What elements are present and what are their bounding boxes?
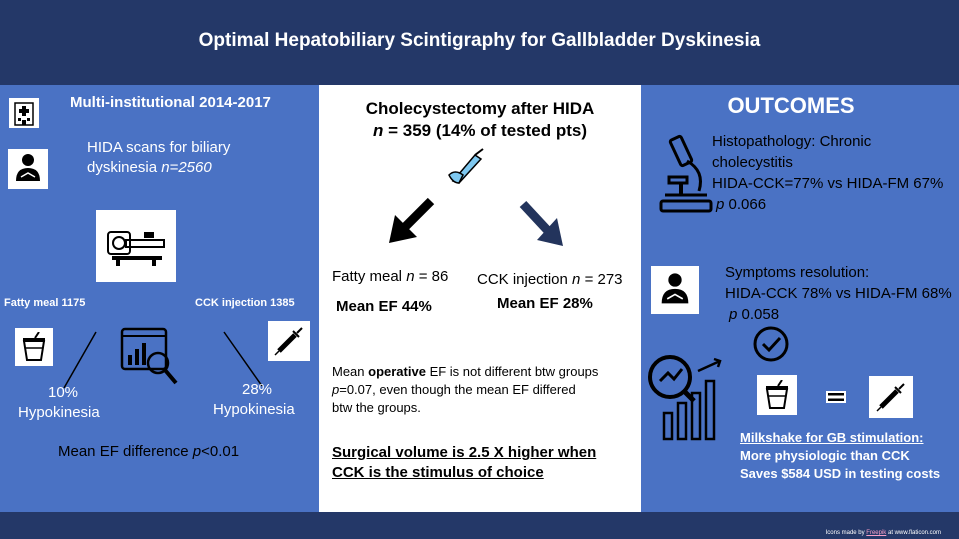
cck-count: CCK injection n = 273 — [477, 271, 623, 288]
cck-mean-ef: Mean EF 28% — [497, 295, 593, 312]
patient-icon — [8, 149, 48, 189]
cck-pct: 28% — [242, 381, 273, 398]
note-p: p — [332, 382, 340, 397]
patient-icon — [651, 266, 699, 314]
right-divider-line — [223, 331, 263, 387]
symptoms-line1: Symptoms resolution: — [725, 264, 870, 281]
surgical-volume-line2: CCK is the stimulus of choice — [332, 464, 544, 481]
fatty-label: Fatty meal 1175 — [4, 297, 86, 309]
surgical-volume-statement: Surgical volume is 2.5 X higher when CCK… — [332, 443, 596, 483]
ef-difference-p: p — [192, 443, 202, 460]
growth-chart-icon — [644, 351, 726, 443]
footer-band: Icons made by Freepik at www.flaticon.co… — [0, 512, 959, 539]
milkshake-line3: Saves $584 USD in testing costs — [740, 466, 941, 481]
header-band: Optimal Hepatobiliary Scintigraphy for G… — [0, 0, 959, 85]
microscope-icon — [655, 131, 717, 215]
operative-ef-note: Mean operative EF is not different btw g… — [332, 363, 637, 417]
page-title: Optimal Hepatobiliary Scintigraphy for G… — [198, 30, 761, 51]
scans-line1: HIDA scans for biliary — [87, 139, 231, 156]
symptoms-text: Symptoms resolution: HIDA-CCK 78% vs HID… — [725, 262, 952, 325]
check-icon — [751, 324, 791, 364]
surgery-heading-n: n — [373, 121, 384, 140]
fatty-count-n: n — [406, 268, 415, 285]
study-heading: Multi-institutional 2014-2017 — [70, 94, 271, 111]
histo-line2: cholecystitis — [712, 154, 793, 171]
fatty-count: Fatty meal n = 86 — [332, 268, 448, 285]
scans-text: HIDA scans for biliary dyskinesia n=2560 — [87, 138, 230, 178]
outcomes-heading: OUTCOMES — [727, 93, 855, 118]
cck-hypokinesia: Hypokinesia — [213, 401, 295, 418]
milkshake-line2: More physiologic than CCK — [740, 448, 910, 463]
cck-count-n: n — [572, 271, 581, 288]
analytics-icon — [118, 325, 182, 389]
fatty-mean-ef: Mean EF 44% — [336, 298, 432, 315]
credit-c: at www.flaticon.com — [886, 530, 941, 536]
scanner-icon — [96, 210, 176, 282]
milkshake-text: Milkshake for GB stimulation: More physi… — [740, 429, 940, 483]
milkshake-line1: Milkshake for GB stimulation: — [740, 430, 924, 445]
note-e: =0.07, even though the mean EF differed — [339, 382, 576, 397]
hospital-icon — [8, 97, 40, 129]
arrow-down-right-icon — [519, 200, 563, 246]
credit-a: Icons made by — [825, 530, 867, 536]
cup-icon — [15, 328, 53, 366]
fatty-count-prefix: Fatty meal — [332, 268, 407, 285]
surgery-heading-rest: = 359 (14% of tested pts) — [383, 121, 587, 140]
histo-line1: Histopathology: Chronic — [712, 133, 872, 150]
icon-credit: Icons made by Freepik at www.flaticon.co… — [826, 530, 941, 536]
left-panel: Multi-institutional 2014-2017 HIDA scans… — [0, 85, 319, 512]
surgery-heading: Cholecystectomy after HIDA n = 359 (14% … — [319, 98, 641, 142]
symptoms-p: p — [729, 306, 738, 323]
symptoms-line2: HIDA-CCK 78% vs HIDA-FM 68% — [725, 285, 952, 302]
symptoms-p-value: 0.058 — [737, 306, 780, 323]
right-panel: OUTCOMES Histopathology: Chronic cholecy… — [641, 85, 959, 512]
ef-difference-value: <0.01 — [201, 443, 240, 460]
note-operative: operative — [368, 364, 426, 379]
ef-difference: Mean EF difference p<0.01 — [58, 443, 239, 460]
note-f: btw the groups. — [332, 400, 421, 415]
histopathology-text: Histopathology: Chronic cholecystitis HI… — [712, 131, 943, 215]
cck-count-value: = 273 — [584, 271, 623, 288]
freepik-link[interactable]: Freepik — [866, 530, 887, 536]
scans-n: n=2560 — [161, 159, 212, 176]
fatty-hypokinesia: Hypokinesia — [18, 404, 100, 421]
fatty-count-value: = 86 — [418, 268, 449, 285]
ef-difference-prefix: Mean EF difference — [58, 443, 193, 460]
cup-icon — [757, 375, 797, 415]
surgical-volume-line1: Surgical volume is 2.5 X higher when — [332, 444, 597, 461]
cck-label: CCK injection 1385 — [195, 297, 295, 309]
surgery-heading-line1: Cholecystectomy after HIDA — [365, 99, 595, 118]
cck-count-prefix: CCK injection — [477, 271, 573, 288]
note-a: Mean — [332, 364, 369, 379]
middle-panel: Cholecystectomy after HIDA n = 359 (14% … — [319, 85, 641, 512]
histo-p-value: 0.066 — [724, 196, 767, 213]
histo-p: p — [716, 196, 725, 213]
scans-line2: dyskinesia — [87, 159, 158, 176]
fatty-pct: 10% — [48, 384, 79, 401]
left-divider-line — [63, 331, 97, 389]
syringe-icon — [869, 376, 913, 418]
syringe-icon — [268, 321, 310, 361]
arrow-down-left-icon — [389, 197, 435, 243]
equals-icon — [826, 391, 846, 403]
histo-line3: HIDA-CCK=77% vs HIDA-FM 67% — [712, 175, 944, 192]
scalpel-hand-icon — [445, 147, 487, 189]
note-c: EF is not different btw groups — [425, 364, 599, 379]
